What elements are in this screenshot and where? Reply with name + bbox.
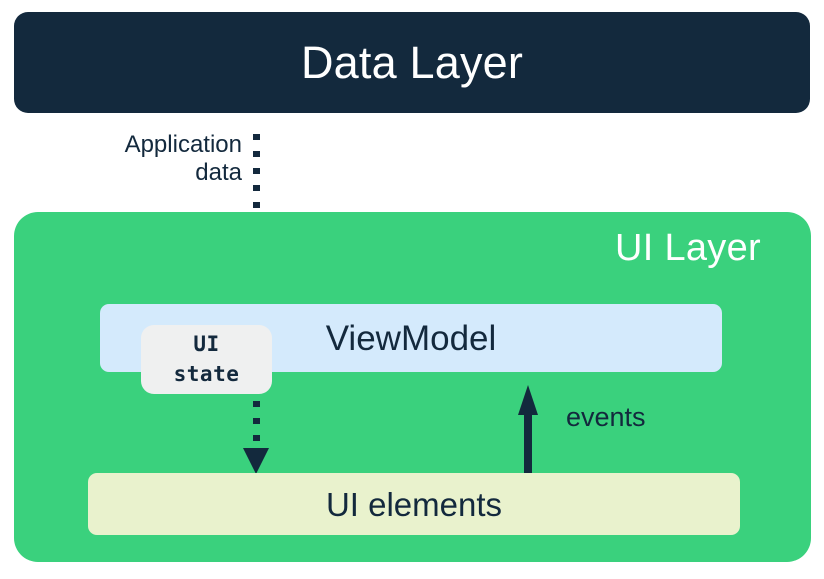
ui-elements-box: UI elements [88,473,740,535]
ui-layer-label: UI Layer [614,227,761,269]
application-data-label-line2: data [195,159,242,187]
arrow-stem [524,413,532,473]
ui-state-chip-line1: UI [193,331,220,356]
ui-elements-label: UI elements [325,485,503,523]
application-data-label: Application data [60,131,242,188]
arrow-stem [253,401,260,448]
data-layer-box: Data Layer [14,12,810,113]
viewmodel-label: ViewModel [325,318,497,358]
arrow-head-down-icon [243,448,269,474]
arrow-head-up-icon [518,385,538,415]
data-layer-label: Data Layer [300,37,524,88]
arrow-stem [253,134,260,270]
events-label: events [566,402,646,432]
application-data-label-line1: Application [124,131,242,158]
events-arrow-up-icon [518,385,538,473]
dotted-arrow-state-to-ui-elements [243,401,269,474]
ui-state-chip: UI state [141,325,272,394]
ui-state-chip-line2: state [173,361,240,386]
